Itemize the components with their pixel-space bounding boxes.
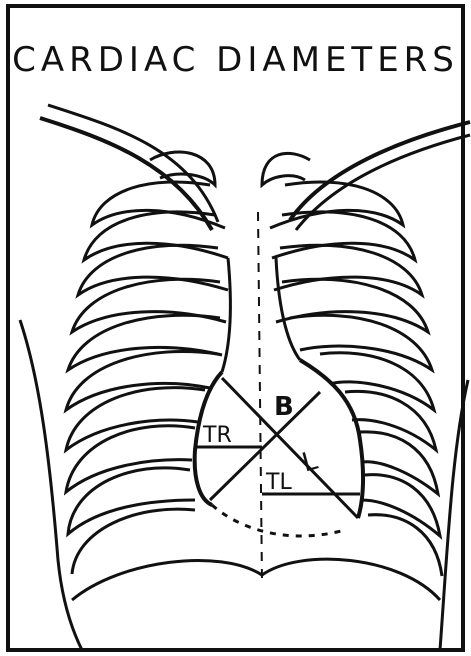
label-l: L — [299, 446, 321, 479]
midline-dashed — [258, 212, 262, 582]
mediastinum-right-edge — [222, 258, 230, 372]
label-tr: TR — [202, 423, 232, 448]
left-clavicle — [290, 122, 470, 220]
label-tl: TL — [265, 470, 292, 495]
first-rib-left — [262, 153, 310, 185]
label-b: B — [274, 392, 294, 422]
mediastinum-left-edge — [276, 258, 300, 360]
heart-inferior-border-dashed — [212, 505, 345, 536]
diaphragm — [72, 559, 440, 600]
right-ribs — [66, 182, 228, 574]
